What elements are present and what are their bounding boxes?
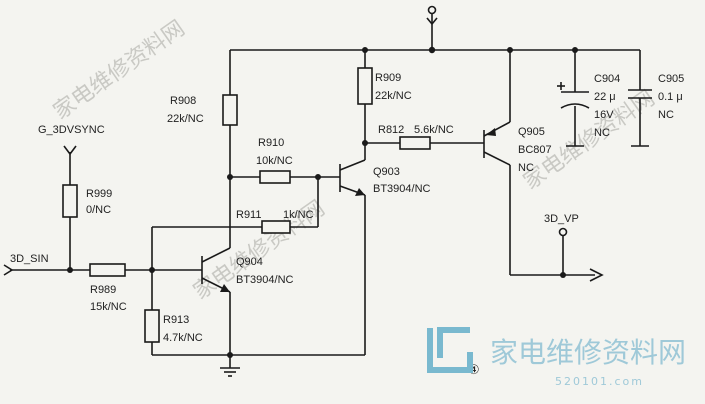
output-arrow	[589, 268, 604, 282]
transistor-q904	[201, 226, 231, 293]
label-3d-vp: 3D_VP	[544, 213, 579, 225]
r910-value: 10k/NC	[256, 155, 293, 167]
resistor-r913	[144, 309, 160, 343]
resistor-r910	[259, 170, 291, 184]
r812-value: 5.6k/NC	[414, 124, 454, 136]
resistor-r999	[62, 184, 78, 218]
q903-ref: Q903	[373, 166, 400, 178]
power-supply-arrow	[426, 5, 438, 26]
r911-value: 1k/NC	[283, 209, 314, 221]
label-g-3dvsync: G_3DVSYNC	[38, 124, 105, 136]
r909-ref: R909	[375, 72, 401, 84]
c904-voltage: 16V	[594, 109, 614, 121]
r913-value: 4.7k/NC	[163, 332, 203, 344]
r908-value: 22k/NC	[167, 113, 204, 125]
c904-value: 22 μ	[594, 91, 616, 103]
watermark-logo: 家电维修资料网 520101.com	[427, 327, 686, 388]
transistor-q903	[339, 159, 366, 196]
c905-value: 0.1 μ	[658, 91, 683, 103]
r999-value: 0/NC	[86, 204, 111, 216]
figure-number: ④	[468, 363, 480, 378]
r913-ref: R913	[163, 314, 189, 326]
q903-value: BT3904/NC	[373, 183, 431, 195]
c904-ref: C904	[594, 73, 620, 85]
resistor-r911	[261, 220, 291, 234]
c905-ref: C905	[658, 73, 684, 85]
test-point-3d-vp	[558, 227, 568, 237]
c904-nc: NC	[594, 127, 610, 139]
resistor-r989	[89, 263, 126, 277]
r910-ref: R910	[258, 137, 284, 149]
watermark-brand-cn: 家电维修资料网	[490, 336, 686, 369]
resistor-r908	[222, 94, 238, 126]
junctions	[67, 46, 578, 358]
r909-value: 22k/NC	[375, 90, 412, 102]
sync-input-arrow	[63, 145, 77, 156]
watermark-background: 家电维修资料网 家电维修资料网 家电维修资料网	[49, 16, 660, 305]
q905-value: BC807	[518, 144, 552, 156]
resistor-r909	[357, 67, 373, 105]
q905-ref: Q905	[518, 126, 545, 138]
watermark-brand-url: 520101.com	[555, 375, 644, 388]
ground-symbol	[220, 367, 240, 377]
r989-value: 15k/NC	[90, 301, 127, 313]
capacitor-c905	[628, 89, 652, 147]
r911-ref: R911	[236, 209, 261, 221]
c905-nc: NC	[658, 109, 674, 121]
q904-ref: Q904	[236, 256, 263, 268]
transistor-q905	[483, 121, 511, 166]
q904-value: BT3904/NC	[236, 274, 294, 286]
capacitor-c904	[557, 82, 590, 147]
resistor-r812	[399, 136, 431, 150]
r999-ref: R999	[86, 188, 112, 200]
r812-ref: R812	[378, 124, 404, 136]
input-arrow	[3, 264, 14, 276]
watermark-text-3: 家电维修资料网	[519, 86, 660, 195]
r989-ref: R989	[90, 284, 116, 296]
label-3d-sin: 3D_SIN	[10, 253, 49, 265]
watermark-text-1: 家电维修资料网	[49, 16, 190, 125]
q905-extra: NC	[518, 162, 534, 174]
r908-ref: R908	[170, 95, 196, 107]
